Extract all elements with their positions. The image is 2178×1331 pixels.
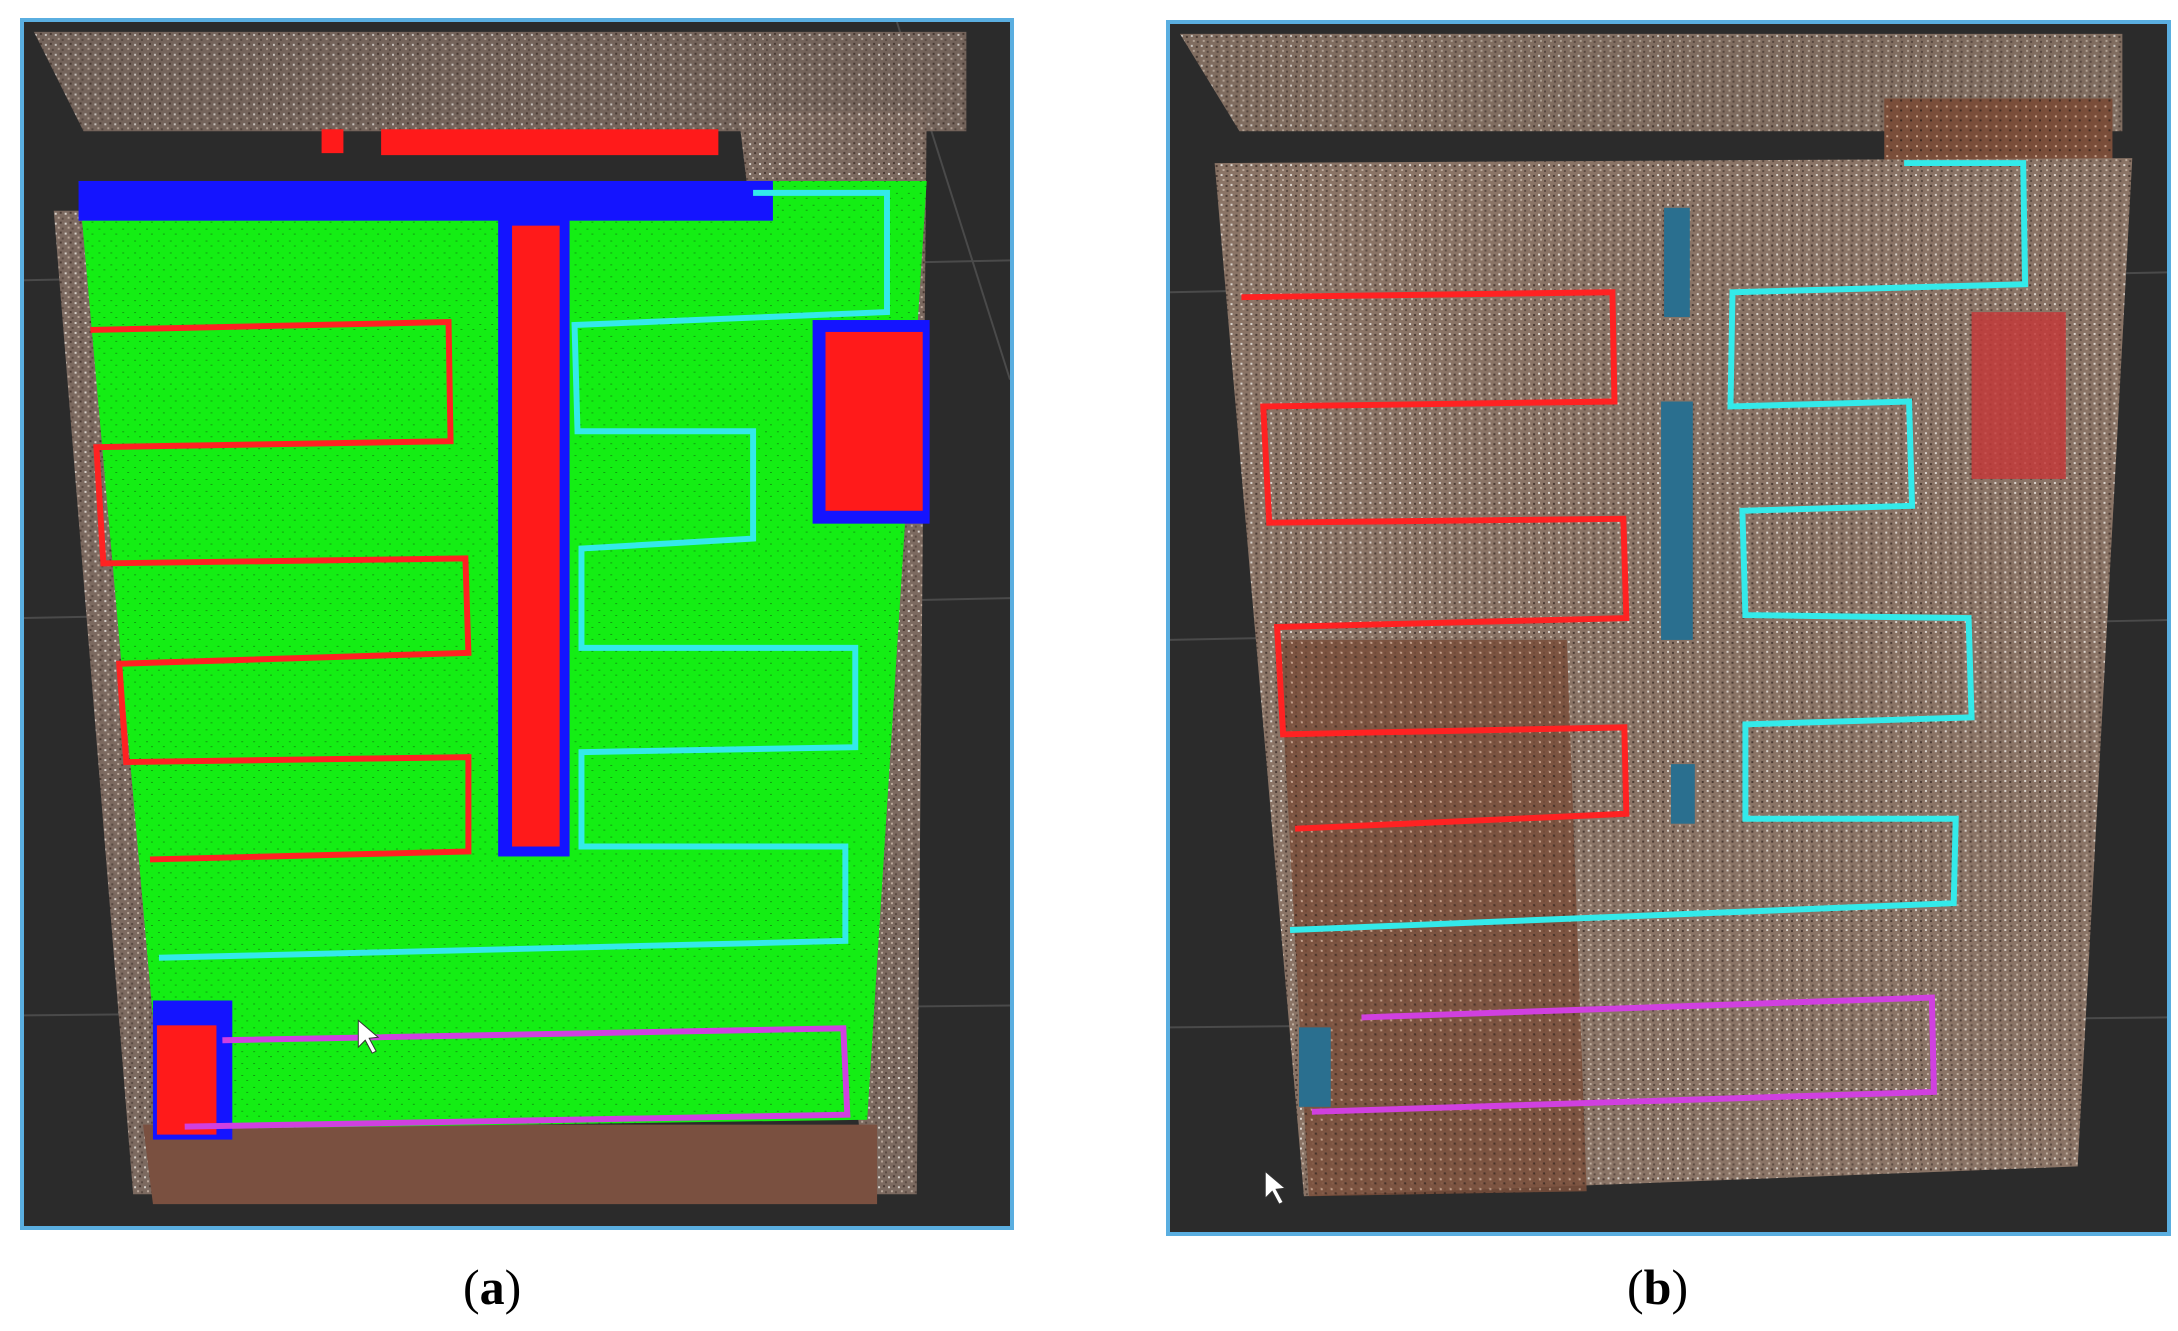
- coverage-path-region-3[interactable]: [184, 1025, 851, 1130]
- obstacle-bottom-left[interactable]: [1298, 1027, 1331, 1107]
- caption-open: (: [463, 1259, 480, 1315]
- coverage-path-region-1[interactable]: [90, 318, 472, 863]
- caption-letter: b: [1643, 1259, 1672, 1315]
- caption-a: (a): [463, 1262, 521, 1312]
- obstacle-right[interactable]: [1971, 312, 2066, 479]
- panel-b-canvas[interactable]: [1170, 24, 2167, 1232]
- point-cloud-brown-lower-left: [1279, 639, 1587, 1197]
- pole-obstacle-bottom[interactable]: [1670, 764, 1695, 824]
- caption-b: (b): [1627, 1262, 1688, 1312]
- panel-a-canvas[interactable]: [24, 22, 1010, 1226]
- panel-b-viewport[interactable]: [1166, 20, 2171, 1236]
- obstacle-top-dot: [321, 129, 344, 154]
- coverage-path-region-1[interactable]: [1241, 289, 1630, 832]
- panel-a-viewport[interactable]: [20, 18, 1014, 1230]
- caption-close: ): [504, 1259, 522, 1315]
- point-cloud-left-edge: [53, 210, 173, 1195]
- obstacle-top-fragment: [381, 129, 719, 156]
- coverage-path-region-3[interactable]: [1311, 994, 1937, 1115]
- obstacle-column[interactable]: [512, 225, 560, 847]
- mouse-cursor-icon: [357, 1019, 380, 1054]
- caption-close: ): [1671, 1259, 1689, 1315]
- caption-open: (: [1627, 1259, 1644, 1315]
- pole-obstacle-middle[interactable]: [1661, 401, 1693, 640]
- mouse-cursor-icon: [1264, 1170, 1287, 1205]
- coverage-path-region-2[interactable]: [1289, 160, 2029, 933]
- point-cloud-bottom-strip: [143, 1124, 878, 1205]
- caption-letter: a: [479, 1259, 505, 1315]
- obstacle-edge-top: [78, 180, 773, 221]
- point-cloud-top-strip: [33, 31, 967, 132]
- obstacle-right[interactable]: [825, 331, 923, 511]
- coverage-path-region-2[interactable]: [158, 189, 890, 961]
- pole-obstacle-top[interactable]: [1664, 207, 1690, 318]
- obstacle-bottom-left[interactable]: [156, 1025, 217, 1135]
